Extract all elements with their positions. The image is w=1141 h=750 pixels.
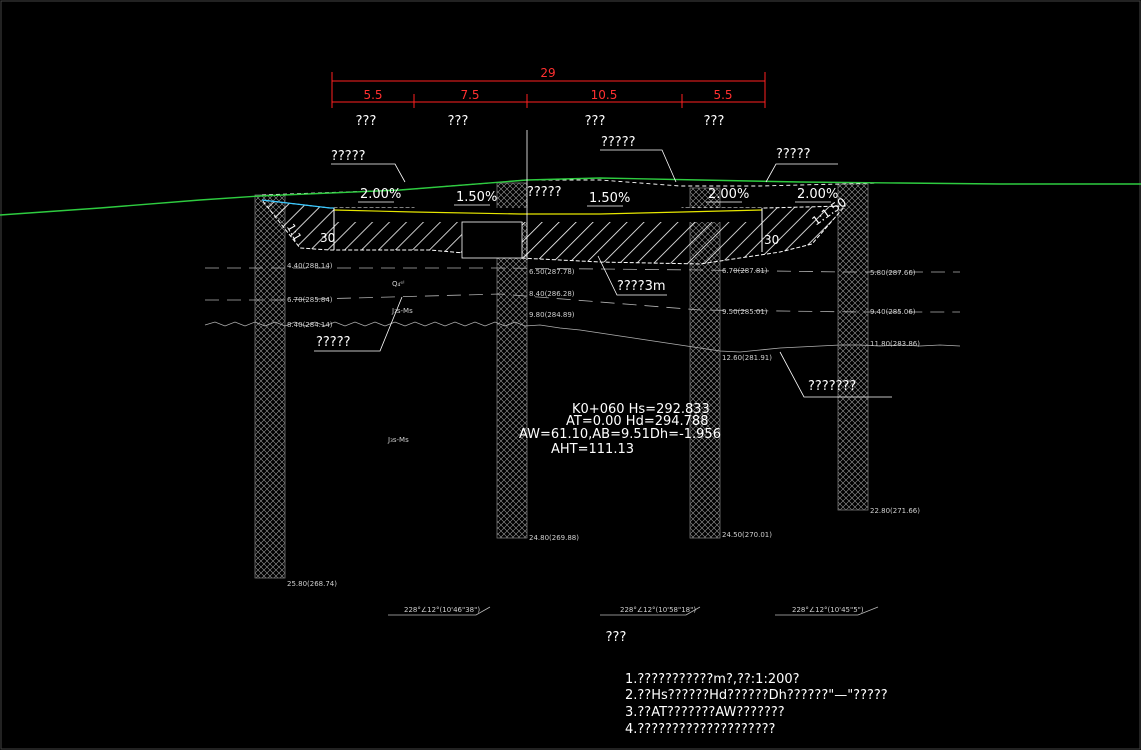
dim-seg-2: 7.5 (460, 88, 479, 102)
callout-right-top: ????? (776, 147, 811, 162)
callout-center-top: ????? (601, 135, 636, 150)
bh1-label-1: 4.40(288.14) (287, 262, 333, 270)
bh4-label-1: 5.80(287.66) (870, 269, 916, 277)
slope-left-lane: 1.50% (456, 190, 497, 205)
station-line-4: AHT=111.13 (551, 442, 634, 457)
callout-right-lower: ??????? (808, 379, 856, 394)
strata-lines (204, 267, 961, 353)
station-line-1: K0+060 Hs=292.833 (572, 402, 710, 417)
bh2-label-3: 9.80(284.89) (529, 311, 575, 319)
callout-depth: ????3m (617, 279, 666, 294)
segment-label-2: ??? (448, 114, 469, 129)
bh4-label-2: 9.40(285.06) (870, 308, 916, 316)
stratum-label-3: J₃s-Ms (387, 436, 409, 444)
bearing-1: 228°∠12°(10'46"38") (404, 606, 480, 614)
bh2-label-4: 24.80(269.88) (529, 534, 579, 542)
pavement-band (334, 208, 762, 222)
bh3-label-3: 12.60(281.91) (722, 354, 772, 362)
left-ditch (261, 199, 334, 209)
note-4: 4.???????????????????? (625, 722, 775, 737)
bh2-label-1: 6.50(287.78) (529, 268, 575, 276)
callout-left-top: ????? (331, 149, 366, 164)
bh1-label-3: 8.40(284.14) (287, 321, 333, 329)
slope-right-inner: 2.00% (708, 187, 749, 202)
bh1-label-2: 6.70(285.84) (287, 296, 333, 304)
bh3-label-1: 6.70(287.81) (722, 267, 768, 275)
slope-right-shoulder: 2.00% (797, 187, 838, 202)
segment-label-4: ??? (704, 114, 725, 129)
dim-total: 29 (540, 66, 555, 80)
slope-right-embank-height: 30 (764, 233, 779, 247)
callout-left-lower: ????? (316, 335, 351, 350)
footer-title: ??? (606, 630, 627, 645)
bh4-label-3: 11.80(283.86) (870, 340, 920, 348)
note-3: 3.??AT???????AW??????? (625, 705, 785, 720)
bh3-label-4: 24.50(270.01) (722, 531, 772, 539)
bh1-label-4: 25.80(268.74) (287, 580, 337, 588)
dimension-chain (331, 72, 766, 108)
dim-seg-4: 5.5 (713, 88, 732, 102)
bearing-3: 228°∠12°(10'45"5") (792, 606, 864, 614)
callout-road-center: ????? (527, 185, 562, 200)
dim-seg-1: 5.5 (363, 88, 382, 102)
dim-seg-3: 10.5 (591, 88, 618, 102)
bh4-label-4: 22.80(271.66) (870, 507, 920, 515)
pavement-top (333, 209, 763, 215)
station-line-2: AT=0.00 Hd=294.788 (566, 414, 708, 429)
stratum-label-1: Q₄ᵉˡ (392, 280, 404, 288)
slope-right-lane: 1.50% (589, 191, 630, 206)
segment-label-3: ??? (585, 114, 606, 129)
bh3-label-2: 9.50(285.01) (722, 308, 768, 316)
station-line-3: AW=61.10,AB=9.51Dh=-1.956 (519, 427, 721, 442)
bearing-marks (388, 606, 879, 616)
note-2: 2.??Hs??????Hd??????Dh??????"—"????? (625, 688, 888, 703)
segment-label-1: ??? (356, 114, 377, 129)
slope-left-embank-height: 30 (320, 231, 335, 245)
bearing-2: 228°∠12°(10'58"18") (620, 606, 696, 614)
stratum-label-2: J₃s-Ms (391, 307, 413, 315)
existing-surface (261, 179, 881, 196)
culvert-box (461, 221, 523, 259)
bh2-label-2: 8.40(286.28) (529, 290, 575, 298)
slope-left-shoulder: 2.00% (360, 187, 401, 202)
ground-line (0, 177, 1141, 216)
note-1: 1.???????????m?,??:1:200? (625, 672, 800, 687)
